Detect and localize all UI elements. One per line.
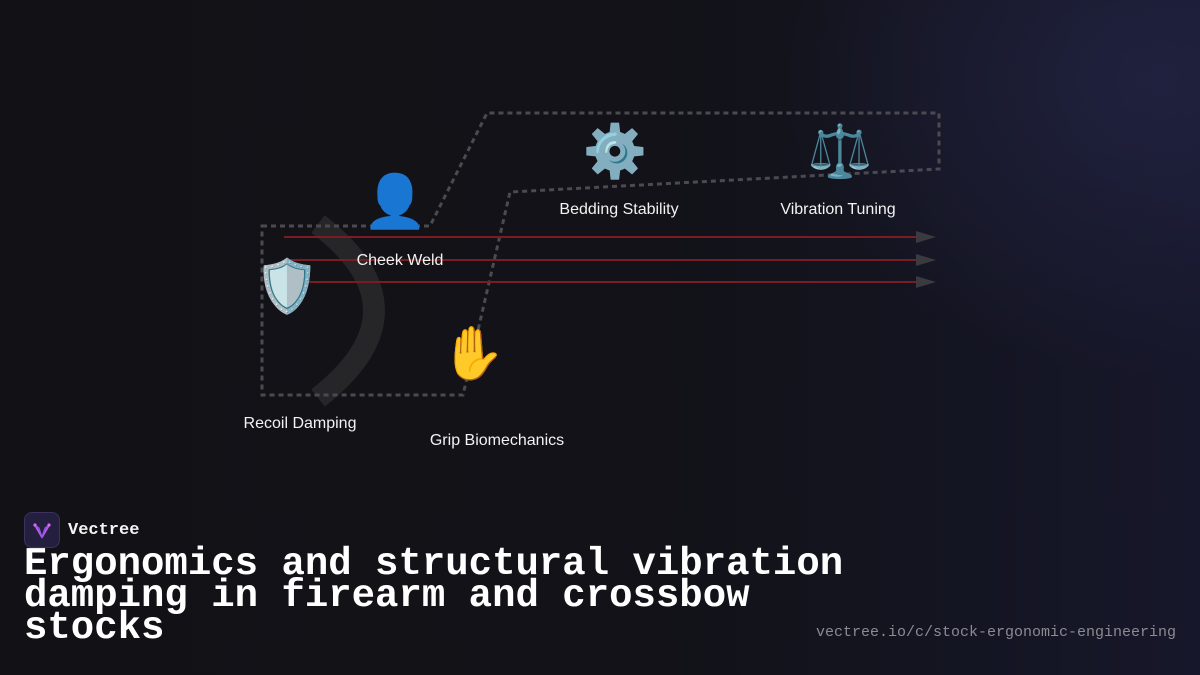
node-label-cheek-weld: Cheek Weld [356, 252, 444, 269]
force-arrows [284, 231, 936, 288]
curved-stock-arc [311, 215, 385, 407]
vectree-logo-icon [24, 512, 60, 548]
raised-hand-icon: ✋ [440, 325, 506, 383]
force-arrow-head [916, 254, 936, 266]
brand-name: Vectree [68, 520, 140, 540]
node-label-grip-biomechanics: Grip Biomechanics [429, 432, 565, 449]
person-icon: 👤 [362, 173, 428, 231]
page-url: vectree.io/c/stock-ergonomic-engineering [815, 624, 1176, 641]
brand: Vectree [24, 512, 139, 548]
node-label-recoil-damping: Recoil Damping [243, 415, 357, 432]
shield-icon: 🛡️ [254, 258, 320, 316]
force-arrow-head [916, 231, 936, 243]
node-label-vibration-tuning: Vibration Tuning [780, 201, 896, 218]
gear-icon: ⚙️ [582, 123, 648, 181]
node-label-bedding-stability: Bedding Stability [559, 201, 679, 218]
force-arrow-head [916, 276, 936, 288]
dashed-outline-path [260, 111, 941, 397]
page-title: Ergonomics and structural vibration damp… [24, 542, 844, 650]
balance-scale-icon: ⚖️ [807, 123, 873, 181]
